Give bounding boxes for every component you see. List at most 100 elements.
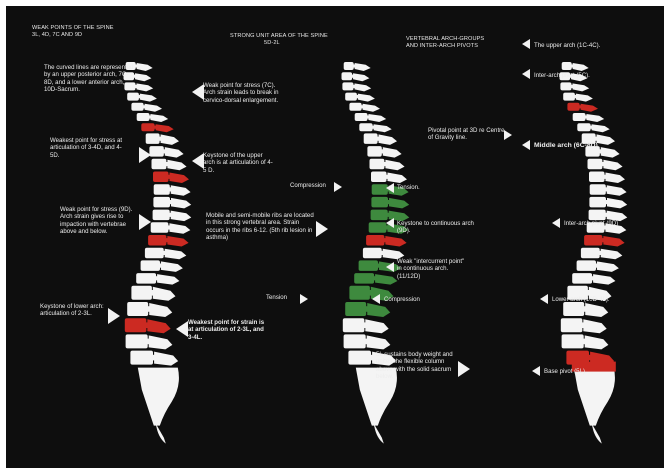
vertebra-transverse xyxy=(376,136,383,141)
vertebra-transverse xyxy=(581,322,588,328)
note-mobile-ribs: Mobile and semi-mobile ribs are located … xyxy=(206,212,316,242)
vertebra-body xyxy=(354,113,368,121)
header-line-2: and INTER-ARCH PIVOTS xyxy=(406,42,479,49)
vertebra-body xyxy=(153,171,169,182)
vertebra-body xyxy=(561,62,572,70)
arrow-right-icon xyxy=(504,130,512,140)
label-tension-upper: Tension. xyxy=(397,184,420,191)
vertebra-body xyxy=(354,273,375,284)
vertebra-process xyxy=(571,73,588,82)
label-compression-lower: Compression xyxy=(384,296,420,303)
vertebra-body xyxy=(349,102,362,111)
vertebra-process xyxy=(365,319,389,334)
vertebra-transverse xyxy=(570,84,577,88)
vertebra-body xyxy=(123,72,135,81)
arrow-left-icon xyxy=(522,140,530,150)
vertebra-body xyxy=(153,184,170,195)
vertebra-body xyxy=(136,273,157,284)
vertebra-body xyxy=(567,285,588,300)
vertebra-body xyxy=(131,102,144,111)
vertebra-transverse xyxy=(360,105,367,109)
header-line-1: STRONG UNIT AREA OF THE SPINE xyxy=(230,33,328,39)
header-line-1: WEAK POINTS OF THE SPINE xyxy=(32,25,114,31)
vertebra-body xyxy=(150,222,169,233)
vertebra-transverse xyxy=(604,212,611,217)
vertebra-transverse xyxy=(582,338,589,345)
vertebra-process xyxy=(167,236,189,247)
vertebra-transverse xyxy=(134,64,141,68)
vertebra-body xyxy=(131,285,152,300)
vertebra-body xyxy=(560,82,572,91)
vertebra-process xyxy=(169,223,191,234)
vertebra-process xyxy=(154,351,179,366)
arrow-left-icon xyxy=(532,366,540,376)
vertebra-transverse xyxy=(142,105,149,109)
vertebra-process xyxy=(135,73,152,82)
vertebra-process xyxy=(157,274,180,285)
vertebra-body xyxy=(152,209,170,221)
vertebra-process xyxy=(354,83,372,92)
vertebra-process xyxy=(585,303,609,317)
vertebra-process xyxy=(373,124,392,133)
vertebra-transverse xyxy=(370,354,377,361)
arrow-right-icon xyxy=(108,308,120,324)
vertebra-transverse xyxy=(150,290,157,296)
vertebra-body xyxy=(588,209,606,221)
vertebra-process xyxy=(362,103,380,112)
vertebra-process xyxy=(606,185,627,196)
label-compression-upper: Compression xyxy=(290,182,326,189)
vertebra-process xyxy=(167,159,187,171)
note-weakest-2-3l: Weakest point for strain is at articulat… xyxy=(188,319,265,341)
header-line-2: 5D-2L xyxy=(264,39,280,46)
vertebra-body xyxy=(367,146,382,157)
label-tension-lower: Tension xyxy=(266,294,288,301)
vertebra-body xyxy=(359,123,373,132)
base-pivot-highlight xyxy=(571,361,616,372)
vertebra-transverse xyxy=(368,290,375,296)
panel-header: STRONG UNIT AREA OF THE SPINE 5D-2L xyxy=(230,33,328,46)
vertebra-transverse xyxy=(165,238,172,243)
vertebra-body xyxy=(589,184,606,195)
vertebra-transverse xyxy=(578,105,585,109)
arrow-right-icon xyxy=(139,147,151,163)
vertebra-process xyxy=(368,114,387,122)
vertebra-process xyxy=(605,223,627,234)
vertebra-transverse xyxy=(158,263,165,268)
vertebra-process xyxy=(375,274,398,285)
vertebra-process xyxy=(389,197,410,209)
panel-strong-unit: STRONG UNIT AREA OF THE SPINE 5D-2L Comp… xyxy=(224,6,474,468)
vertebra-transverse xyxy=(383,238,390,243)
vertebra-transverse xyxy=(153,125,160,129)
note-weak-7c: Weak point for stress (7C). Arch strain … xyxy=(203,82,279,104)
panel-arch-groups: VERTEBRAL ARCH-GROUPS and INTER-ARCH PIV… xyxy=(406,6,664,468)
vertebra-transverse xyxy=(364,338,371,345)
vertebra-body xyxy=(124,82,136,91)
vertebra-transverse xyxy=(155,276,162,281)
vertebra-transverse xyxy=(376,263,383,268)
vertebra-body xyxy=(151,158,167,170)
vertebra-body xyxy=(125,334,148,349)
vertebra-body xyxy=(566,350,589,365)
vertebra-transverse xyxy=(165,162,172,167)
vertebra-body xyxy=(127,92,139,101)
vertebra-transverse xyxy=(573,95,580,99)
vertebra-process xyxy=(144,103,162,112)
vertebra-process xyxy=(149,303,173,317)
vertebra-process xyxy=(171,197,192,209)
vertebra-body xyxy=(572,113,586,121)
vertebra-process xyxy=(605,172,625,183)
vertebra-process xyxy=(372,351,397,366)
diagram-sheet: WEAK POINTS OF THE SPINE 3L, 4D, 7C and … xyxy=(6,6,664,468)
note-keystone-lower-arch: Keystone of lower arch: articulation of … xyxy=(40,303,104,318)
vertebra-process xyxy=(148,335,173,350)
vertebra-body xyxy=(563,302,585,316)
vertebra-body xyxy=(366,235,385,246)
vertebra-transverse xyxy=(133,74,139,78)
vertebra-transverse xyxy=(162,149,169,154)
vertebra-body xyxy=(371,171,387,182)
vertebra-transverse xyxy=(137,95,144,99)
vertebra-transverse xyxy=(152,354,159,361)
vertebra-transverse xyxy=(605,200,611,205)
spine-illustration-strong-unit xyxy=(341,62,410,444)
vertebra-process xyxy=(586,114,605,122)
